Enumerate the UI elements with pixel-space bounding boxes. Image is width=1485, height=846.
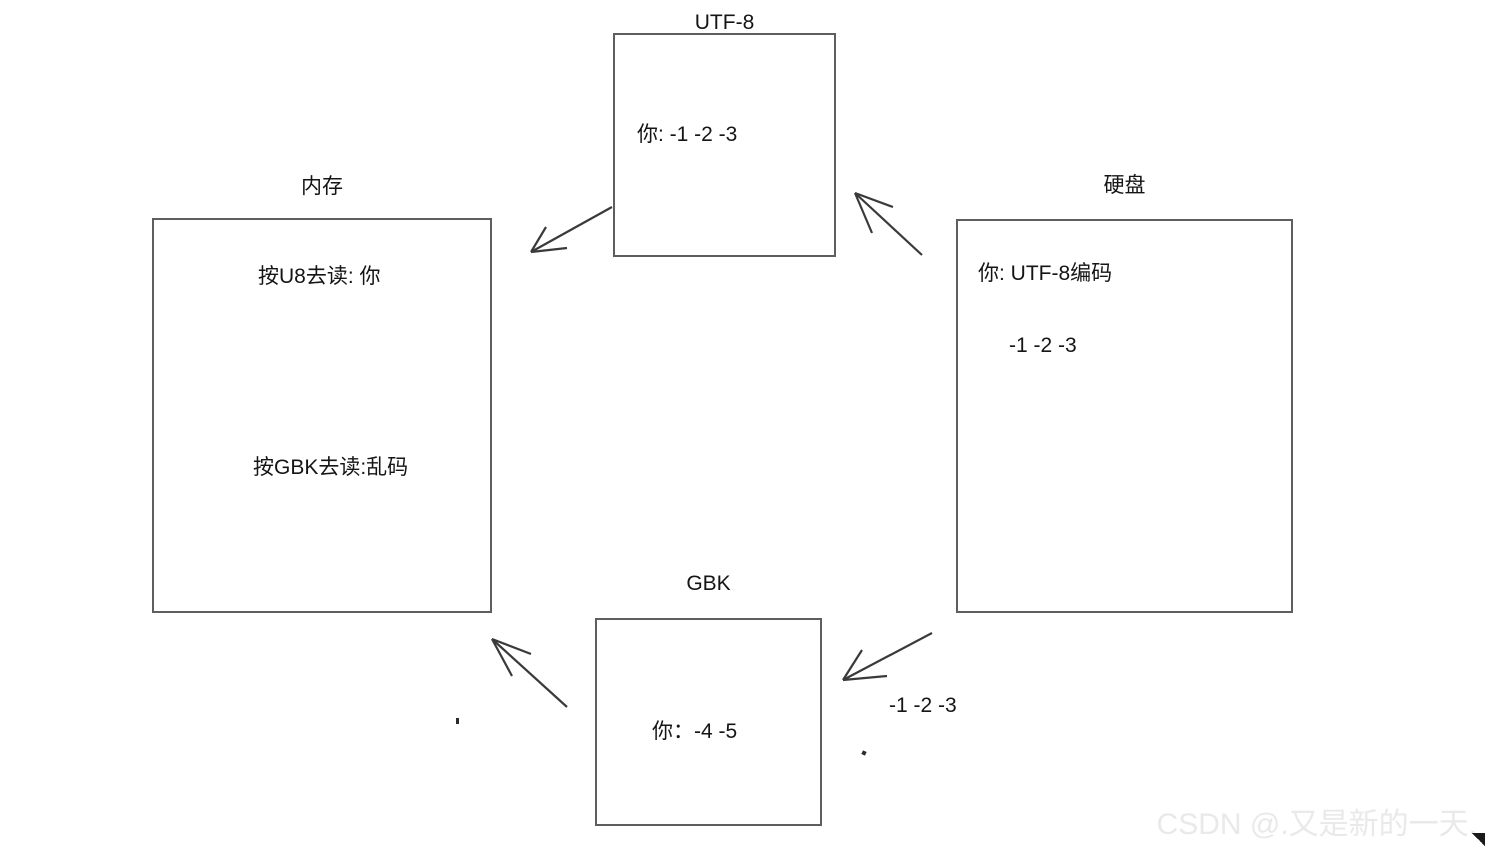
arrow-gbk-to-memory xyxy=(491,637,568,708)
ink-speck-left xyxy=(456,718,459,724)
arrow-disk-to-gbk xyxy=(842,632,933,682)
node-box-utf8: 你: -1 -2 -3 xyxy=(613,33,836,257)
node-title-memory: 内存 xyxy=(301,175,343,198)
node-memory-line-1: 按U8去读: 你 xyxy=(258,265,381,288)
node-title-disk: 硬盘 xyxy=(1103,174,1146,197)
node-title-gbk: GBK xyxy=(686,572,731,595)
node-box-memory: 按U8去读: 你 按GBK去读:乱码 xyxy=(152,218,492,613)
corner-mark xyxy=(1472,833,1485,846)
edge-label-gbk-bytes: -1 -2 -3 xyxy=(889,694,957,717)
arrow-disk-to-utf8 xyxy=(853,191,923,256)
ink-speck-right xyxy=(861,750,867,756)
node-box-disk: 你: UTF-8编码 -1 -2 -3 xyxy=(956,219,1293,613)
node-memory-line-2: 按GBK去读:乱码 xyxy=(253,456,409,479)
node-box-gbk: 你：-4 -5 xyxy=(595,618,822,826)
node-gbk-line-1: 你：-4 -5 xyxy=(652,720,738,743)
arrow-utf8-to-memory xyxy=(530,206,613,254)
node-utf8-line-1: 你: -1 -2 -3 xyxy=(637,123,738,146)
csdn-watermark: CSDN @.又是新的一天. xyxy=(1156,808,1477,841)
node-title-utf8: UTF-8 xyxy=(694,11,755,34)
node-disk-line-1: 你: UTF-8编码 xyxy=(978,262,1113,285)
node-disk-line-2: -1 -2 -3 xyxy=(1009,334,1077,357)
